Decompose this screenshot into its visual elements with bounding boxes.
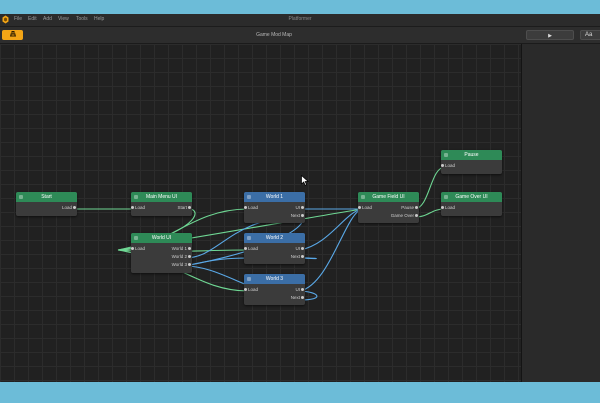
wire-world2-ui: [299, 208, 363, 251]
node-icon: [247, 236, 251, 240]
node-graph-canvas[interactable]: Start Load Main Menu UI Load Start World…: [0, 44, 521, 382]
node-world-ui[interactable]: World UI Load World 1 World 2 World 3: [130, 233, 192, 273]
node-icon: [134, 236, 138, 240]
node-icon: [247, 277, 251, 281]
node-main-menu-title: Main Menu UI: [145, 194, 178, 200]
node-main-menu-ui[interactable]: Main Menu UI Load Start: [130, 192, 192, 216]
port-world-3-ui[interactable]: UI: [295, 287, 304, 292]
port-start-load[interactable]: Load: [61, 205, 77, 210]
port-world-1-next[interactable]: Next: [290, 213, 305, 218]
node-world-2-title: World 2: [265, 235, 284, 241]
menu-bar: File Edit Add View Tools Help Platformer: [0, 14, 600, 27]
node-icon: [444, 195, 448, 199]
node-world-ui-header[interactable]: World UI: [131, 233, 192, 243]
node-world-1-header[interactable]: World 1: [244, 192, 305, 202]
port-world-2-next[interactable]: Next: [290, 254, 305, 259]
node-game-over-title: Game Over UI: [455, 194, 488, 200]
graph-title: Game Mod Map: [256, 32, 292, 38]
node-game-field-title: Game Field UI: [372, 194, 405, 200]
app-logo-icon: [2, 15, 9, 24]
port-world-3-load[interactable]: Load: [243, 287, 259, 292]
node-icon: [444, 153, 448, 157]
port-game-over-load[interactable]: Load: [440, 205, 456, 210]
port-world-ui-world1[interactable]: World 1: [171, 246, 192, 251]
node-world-2[interactable]: World 2 Load UI Next: [243, 233, 305, 264]
menu-help[interactable]: Help: [94, 16, 105, 22]
build-button[interactable]: [2, 30, 23, 40]
app-window: File Edit Add View Tools Help Platformer…: [0, 14, 600, 382]
node-game-field-header[interactable]: Game Field UI: [358, 192, 419, 202]
node-main-menu-header[interactable]: Main Menu UI: [131, 192, 192, 202]
node-world-1[interactable]: World 1 Load UI Next: [243, 192, 305, 223]
node-world-3[interactable]: World 3 Load UI Next: [243, 274, 305, 305]
node-start-header[interactable]: Start: [16, 192, 77, 202]
node-world-1-title: World 1: [265, 194, 284, 200]
node-game-over-header[interactable]: Game Over UI: [441, 192, 502, 202]
node-icon: [134, 195, 138, 199]
port-world-1-load[interactable]: Load: [243, 205, 259, 210]
port-world-3-next[interactable]: Next: [290, 295, 305, 300]
node-start[interactable]: Start Load: [16, 192, 77, 216]
wire-world3-ui: [299, 208, 363, 292]
node-game-over-ui[interactable]: Game Over UI Load: [440, 192, 502, 216]
node-icon: [19, 195, 23, 199]
inspector-panel: [521, 44, 600, 382]
node-pause-header[interactable]: Pause: [441, 150, 502, 160]
node-world-ui-title: World UI: [151, 235, 172, 241]
menu-tools[interactable]: Tools: [76, 16, 88, 22]
menu-edit[interactable]: Edit: [28, 16, 37, 22]
port-world-ui-load[interactable]: Load: [130, 246, 146, 251]
port-world-ui-world2[interactable]: World 2: [171, 254, 192, 259]
port-game-field-pause[interactable]: Pause: [401, 205, 418, 210]
port-world-ui-world3[interactable]: World 3: [171, 262, 192, 267]
node-start-title: Start: [41, 194, 52, 200]
port-game-field-load[interactable]: Load: [357, 205, 373, 210]
menu-view[interactable]: View: [58, 16, 69, 22]
play-button[interactable]: ▶: [526, 30, 574, 40]
window-title: Platformer: [288, 16, 312, 22]
node-world-2-header[interactable]: World 2: [244, 233, 305, 243]
node-world-3-title: World 3: [265, 276, 284, 282]
node-world-3-header[interactable]: World 3: [244, 274, 305, 284]
port-world-2-ui[interactable]: UI: [295, 246, 304, 251]
mouse-cursor-icon: [301, 175, 309, 186]
port-world-1-ui[interactable]: UI: [295, 205, 304, 210]
port-game-field-game-over[interactable]: Game Over: [390, 213, 419, 218]
port-main-menu-start[interactable]: Start: [177, 205, 191, 210]
node-game-field-ui[interactable]: Game Field UI Load Pause Game Over: [357, 192, 419, 223]
build-icon: [9, 30, 16, 37]
node-icon: [247, 195, 251, 199]
port-pause-load[interactable]: Load: [440, 163, 456, 168]
menu-add[interactable]: Add: [43, 16, 52, 22]
node-pause-title: Pause: [464, 152, 479, 158]
font-button[interactable]: Aa: [580, 30, 600, 40]
port-world-2-load[interactable]: Load: [243, 246, 259, 251]
toolbar: Game Mod Map ▶ Aa: [0, 27, 600, 44]
node-icon: [361, 195, 365, 199]
port-main-menu-load[interactable]: Load: [130, 205, 146, 210]
node-pause[interactable]: Pause Load: [440, 150, 502, 174]
menu-file[interactable]: File: [14, 16, 23, 22]
